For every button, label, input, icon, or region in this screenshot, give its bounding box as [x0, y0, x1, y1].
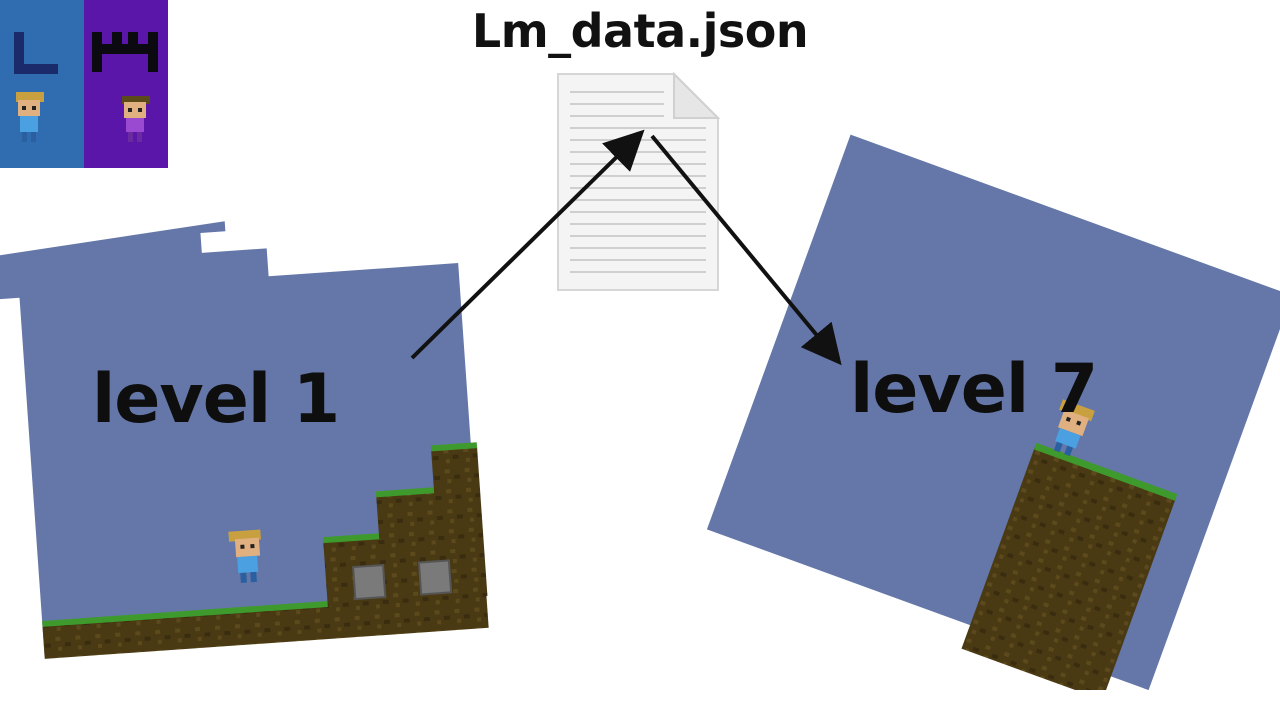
logo-letter-l-icon: [14, 32, 58, 142]
game-logo: [0, 0, 168, 168]
level-7-preview: level 7: [705, 130, 1280, 700]
save-arrow: [410, 129, 645, 360]
logo-panel-l: [0, 0, 84, 168]
player-character-icon: [228, 529, 261, 583]
logo-panel-m: [84, 0, 168, 168]
logo-letter-m-icon: [92, 32, 158, 142]
file-title: Lm_data.json: [471, 4, 809, 58]
document-icon: [557, 72, 721, 291]
player-character-icon: [1053, 399, 1095, 457]
level-7-scene: [706, 134, 1280, 700]
level-1-preview: level 1: [0, 200, 510, 660]
load-arrow: [650, 134, 842, 366]
level-1-label: level 1: [92, 360, 340, 439]
level-1-scene: [0, 221, 489, 659]
level-7-label: level 7: [850, 350, 1098, 429]
